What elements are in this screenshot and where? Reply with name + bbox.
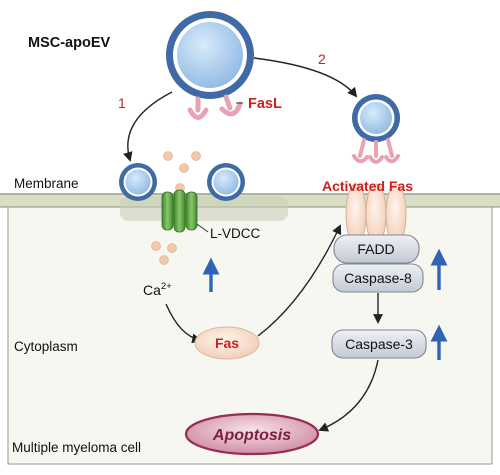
- fas-protein: [194, 326, 260, 360]
- apoptosis-label: Apoptosis: [212, 427, 291, 444]
- msc-apoev-vesicle: [166, 11, 254, 99]
- arrow-fas-to-activated-fas: [257, 224, 342, 337]
- calcium-ions: [151, 151, 201, 265]
- fadd-label: FADD: [357, 241, 394, 257]
- caspase-8-label: Caspase-8: [344, 270, 412, 286]
- membrane-label: Membrane: [14, 176, 79, 191]
- apoev-vesicle-binding: [352, 94, 400, 142]
- fas-label: Fas: [215, 335, 239, 351]
- arrow-step-1: [123, 91, 173, 162]
- fasl-label: FasL: [248, 96, 282, 112]
- fasl-trimer: [352, 138, 400, 164]
- l-vdcc-leader-line: [196, 223, 209, 233]
- activated-fas-receptor: [345, 183, 407, 245]
- activated-fas-label: Activated Fas: [322, 178, 413, 194]
- apoev-vesicle-right: [207, 163, 245, 201]
- fasl-ligand: [187, 94, 243, 120]
- cytoplasm-label: Cytoplasm: [14, 339, 78, 354]
- fadd-protein: [333, 234, 420, 264]
- lipid-raft: [120, 196, 288, 221]
- cell-name-label: Multiple myeloma cell: [12, 440, 141, 455]
- step-1-label: 1: [118, 95, 126, 111]
- apoev-vesicle-left: [119, 163, 157, 201]
- step-2-label: 2: [318, 51, 326, 67]
- l-vdcc-label: L-VDCC: [210, 226, 261, 241]
- arrow-step-2: [253, 57, 358, 98]
- caspase-3-label: Caspase-3: [345, 336, 413, 352]
- apoptosis-outcome: [184, 412, 320, 456]
- l-vdcc-channel: [161, 189, 198, 233]
- calcium-label: Ca2+: [143, 281, 172, 298]
- caspase-8-protein: [332, 263, 424, 293]
- arrow-caspase-3-to-apoptosis: [318, 359, 379, 432]
- caspase-3-protein: [331, 329, 427, 359]
- msc-apoev-label: MSC-apoEV: [28, 35, 111, 51]
